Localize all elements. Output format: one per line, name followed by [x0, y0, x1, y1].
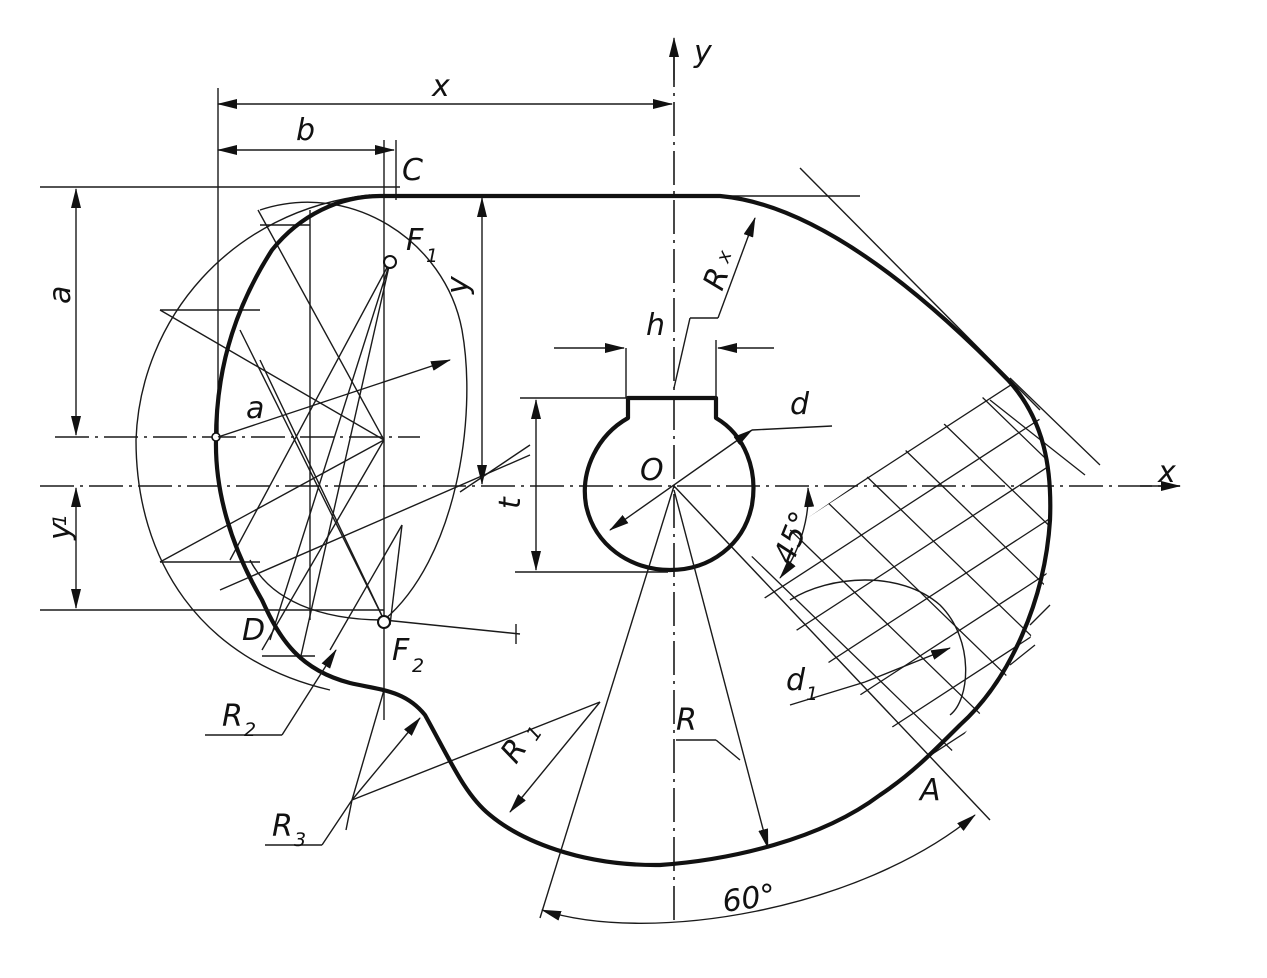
axes: [40, 37, 1181, 920]
dim-a-radius: [217, 359, 451, 438]
ray-1: [257, 209, 385, 441]
point-c-label: C: [402, 153, 423, 188]
dim-b-label: b: [296, 113, 315, 148]
rx-leader-1: [673, 317, 691, 389]
focus-f1-sub: 1: [426, 245, 438, 267]
dim-angle-45-label: 45°: [767, 507, 819, 569]
dim-rx: [717, 217, 756, 319]
y-arrow-tail: [459, 444, 531, 493]
focus-f2-marker: [377, 615, 391, 629]
r3-line: [351, 701, 601, 801]
ray-2: [159, 309, 385, 441]
construction-lines: [135, 88, 1041, 919]
dim-r: [673, 489, 769, 849]
r1-ray: [539, 485, 675, 919]
construction-circle: [259, 201, 468, 621]
hatch-region: [735, 380, 1052, 765]
focus-f2-sub: 2: [412, 655, 424, 677]
auxiliary-arc: [135, 194, 371, 691]
dim-a-radius-label: a: [246, 391, 264, 426]
dim-r1-sub: 1: [522, 722, 547, 745]
dim-d1-label: d: [786, 663, 806, 698]
hatch-overhang: [989, 377, 1101, 666]
dim-d-label: d: [790, 387, 810, 422]
dim-r1-label: R: [494, 732, 535, 769]
focus-f1-marker: [383, 255, 397, 269]
dim-d1-sub: 1: [806, 683, 818, 705]
ray-9: [259, 359, 385, 621]
dim-x-label: x: [431, 69, 450, 104]
ray-12: [219, 454, 531, 591]
dimension-lines: [40, 99, 976, 924]
ray-6: [299, 261, 391, 661]
ray-10: [329, 524, 403, 651]
dim-d1: [864, 647, 951, 683]
dim-r2-label: R: [222, 699, 243, 734]
angle-ray-right: [673, 485, 991, 821]
dim-d-shelf: [751, 425, 833, 431]
dim-r-leader: [715, 739, 741, 761]
ray-5: [269, 261, 391, 641]
ray-3: [159, 439, 385, 563]
dim-angle-45: [779, 487, 815, 579]
dim-r3-label: R: [272, 809, 293, 844]
ray-11: [389, 524, 403, 626]
dim-rx-sub: x: [712, 247, 737, 267]
point-d-label: D: [242, 613, 265, 648]
ray-8: [239, 329, 385, 621]
dim-y1-label: y: [43, 521, 78, 541]
dim-y-label: y: [441, 275, 476, 295]
dim-r2-sub: 2: [244, 719, 256, 741]
r3-leader-stub: [345, 799, 353, 831]
dim-a-vertical-label: a: [43, 286, 78, 304]
dim-d1-shelf: [789, 681, 866, 706]
dim-angle-60-label: 60°: [720, 878, 778, 920]
dim-r3-sub: 3: [294, 829, 306, 851]
focus-f1-label: F: [406, 223, 424, 258]
dim-r2: [281, 649, 337, 736]
hatch-lines-a: [735, 380, 1052, 765]
dim-h-label: h: [646, 308, 665, 343]
point-o-label: O: [640, 453, 664, 488]
dim-r1: [509, 701, 601, 813]
f2-horizontal: [383, 619, 521, 635]
point-a-label: A: [918, 773, 941, 808]
dim-r-label: R: [676, 703, 697, 738]
dim-d: [609, 429, 753, 531]
ray-7: [229, 261, 391, 561]
dim-t-label: t: [493, 496, 528, 509]
y-axis-label: y: [693, 35, 713, 70]
r3-line-2: [351, 689, 385, 801]
x-axis-label: x: [1157, 455, 1176, 490]
dim-angle-60: [541, 814, 976, 924]
dim-y1-sub: 1: [49, 514, 71, 526]
labels: x y O C D A F 1 F 2 x b a a y y 1 h t d …: [43, 35, 1176, 920]
d1-arc: [789, 579, 967, 716]
focus-f2-label: F: [392, 633, 410, 668]
hatch-lines-b: [739, 380, 1052, 765]
dim-r3-leader: [321, 799, 353, 846]
dim-rx-label: R: [697, 263, 737, 295]
dim-r3: [351, 717, 421, 801]
